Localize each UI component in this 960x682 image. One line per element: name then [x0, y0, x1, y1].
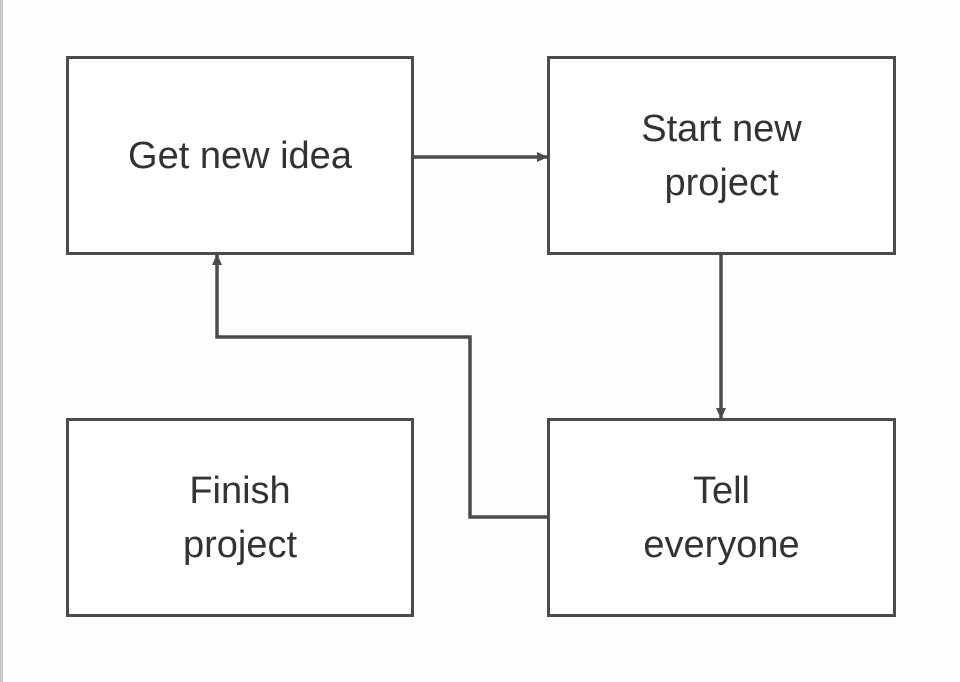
node-label: Finish project	[182, 469, 298, 566]
node-label: Tell everyone	[643, 469, 800, 566]
node-label: Get new idea	[128, 134, 352, 177]
node-label: Start new project	[641, 107, 802, 204]
node-tell-everyone: Tell everyone	[547, 418, 896, 617]
edge-tell-to-idea	[212, 254, 547, 519]
node-finish-project: Finish project	[66, 418, 414, 617]
connector-layer	[212, 152, 726, 519]
node-start-new-project: Start new project	[547, 56, 896, 255]
node-get-new-idea: Get new idea	[66, 56, 414, 255]
